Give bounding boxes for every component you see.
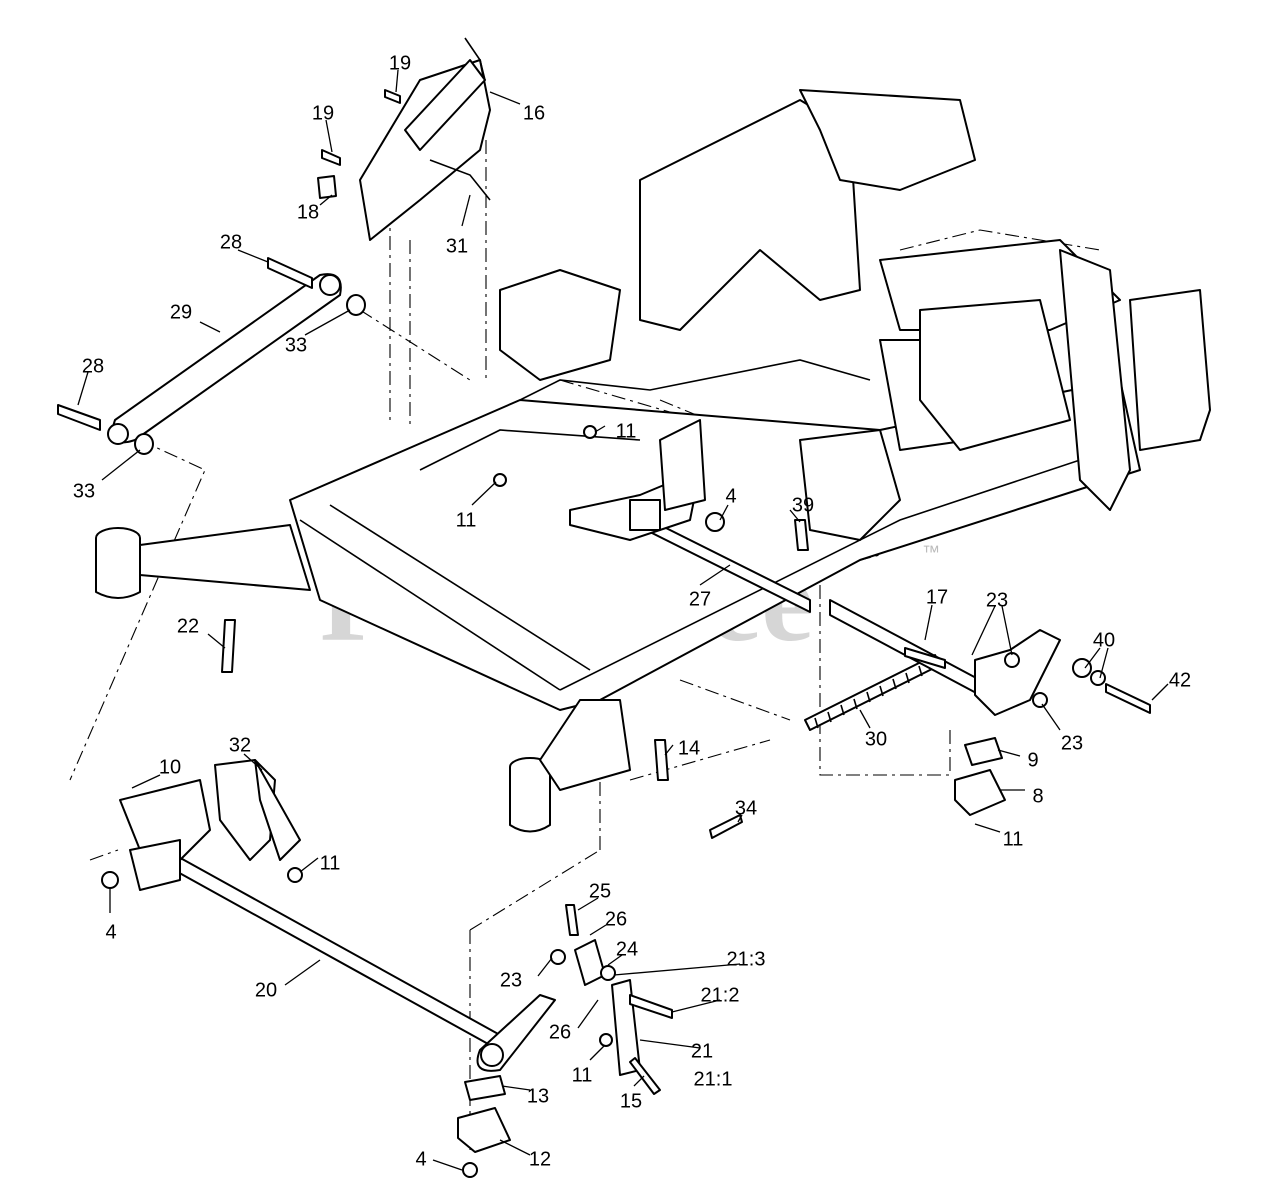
callout-c-12: 12 xyxy=(529,1148,551,1170)
right-pivot-bracket xyxy=(829,599,1151,716)
callout-c-33a: 33 xyxy=(285,334,307,356)
callout-c-19a: 19 xyxy=(389,52,411,74)
callout-c-15: 15 xyxy=(620,1090,642,1112)
callout-c-21-1: 21:1 xyxy=(694,1068,733,1090)
callout-c-18: 18 xyxy=(297,201,319,223)
left-caster-arm xyxy=(95,524,311,599)
callout-c-40: 40 xyxy=(1093,629,1115,651)
callout-c-14: 14 xyxy=(678,737,700,759)
callout-c-11e: 11 xyxy=(572,1064,593,1086)
callout-c-11b: 11 xyxy=(456,509,477,531)
leader-lines xyxy=(77,69,1169,1171)
callout-c-32: 32 xyxy=(229,734,251,756)
callout-c-25: 25 xyxy=(589,880,611,902)
brake-handle-assembly xyxy=(359,37,491,241)
link-arm xyxy=(107,273,342,445)
callout-c-31: 31 xyxy=(446,235,468,257)
callout-c-26a: 26 xyxy=(605,908,627,930)
rear-shaft xyxy=(569,419,811,613)
callout-c-17: 17 xyxy=(926,586,948,608)
callout-c-8: 8 xyxy=(1032,785,1043,807)
callout-c-13: 13 xyxy=(527,1085,549,1107)
callout-c-28b: 28 xyxy=(82,355,104,377)
callout-c-21-3: 21:3 xyxy=(727,948,766,970)
callout-c-11a: 11 xyxy=(616,420,637,442)
callout-c-34: 34 xyxy=(735,797,757,819)
callout-c-23a: 23 xyxy=(986,589,1008,611)
callout-c-11d: 11 xyxy=(320,852,341,874)
callout-c-4c: 4 xyxy=(415,1148,426,1170)
callout-c-9: 9 xyxy=(1027,749,1038,771)
extension-spring xyxy=(804,654,941,731)
linkage-assembly xyxy=(550,904,641,1076)
callout-c-11c: 11 xyxy=(1003,828,1024,850)
callout-c-21: 21 xyxy=(691,1040,713,1062)
callout-c-29: 29 xyxy=(170,301,192,323)
callout-c-22: 22 xyxy=(177,615,199,637)
callout-c-10: 10 xyxy=(159,756,181,778)
callout-c-4b: 4 xyxy=(105,921,116,943)
callout-c-39: 39 xyxy=(792,494,814,516)
callout-c-33b: 33 xyxy=(73,480,95,502)
right-caster-arm xyxy=(509,699,631,833)
left-lower-bracket xyxy=(101,759,301,891)
callout-c-20: 20 xyxy=(255,979,277,1001)
callout-c-19b: 19 xyxy=(312,102,334,124)
callout-c-4a: 4 xyxy=(725,485,736,507)
watermark-trademark: ™ xyxy=(922,542,940,562)
callout-c-23b: 23 xyxy=(1061,732,1083,754)
callout-c-27: 27 xyxy=(689,588,711,610)
main-frame xyxy=(289,89,1211,711)
callout-c-21-2: 21:2 xyxy=(701,984,740,1006)
callout-c-42: 42 xyxy=(1169,669,1191,691)
callout-c-24: 24 xyxy=(616,938,638,960)
callout-c-28a: 28 xyxy=(220,231,242,253)
callout-c-26b: 26 xyxy=(549,1021,571,1043)
callout-c-16: 16 xyxy=(523,102,545,124)
callout-c-30: 30 xyxy=(865,728,887,750)
pivot-hardware xyxy=(57,257,366,455)
callout-c-23c: 23 xyxy=(500,969,522,991)
lower-bushing-halves xyxy=(457,1075,511,1178)
front-shaft xyxy=(164,854,556,1072)
right-bushing-halves xyxy=(954,737,1006,816)
